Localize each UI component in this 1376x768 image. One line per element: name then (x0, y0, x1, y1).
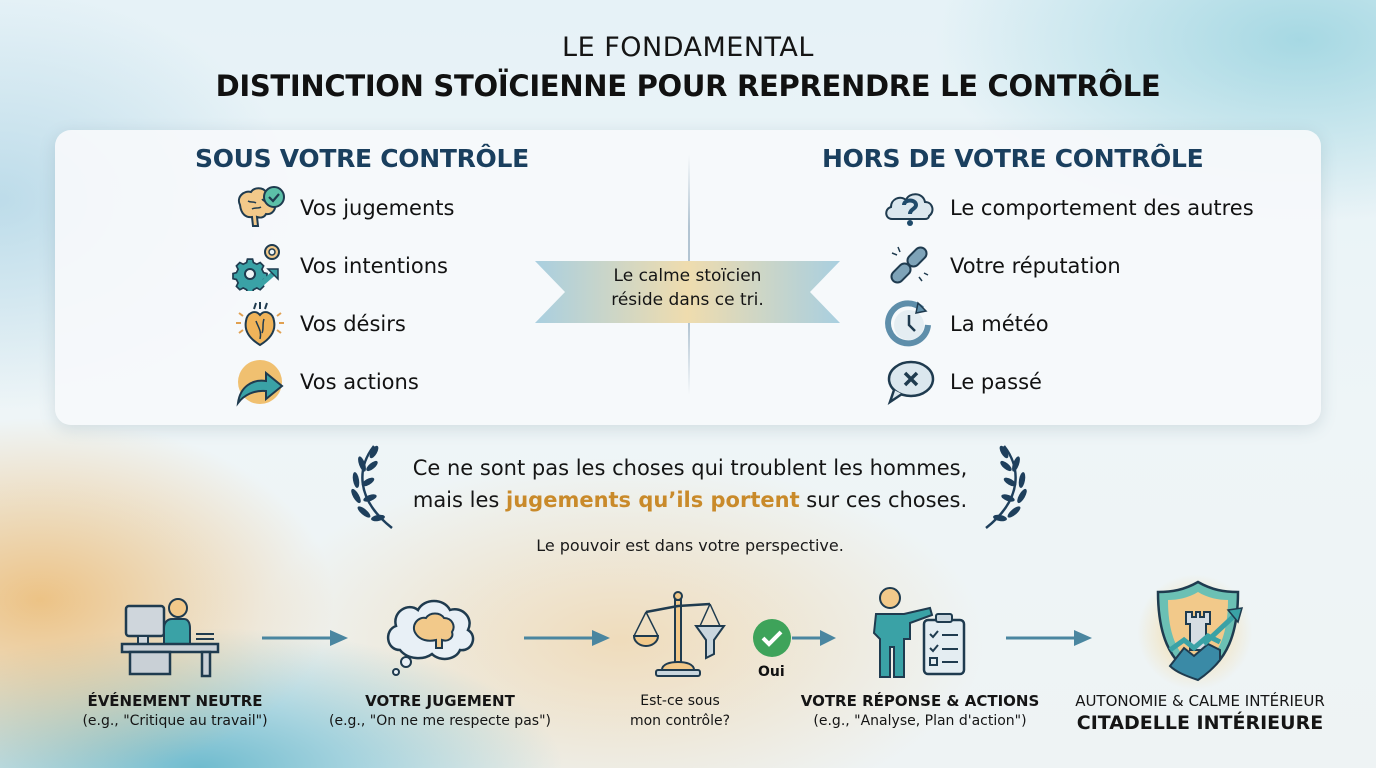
item-label: Vos intentions (300, 254, 448, 278)
flow-arrow-icon (1006, 630, 1092, 646)
item-label: Vos désirs (300, 312, 406, 336)
step-example: (e.g., "Critique au travail") (82, 713, 268, 729)
header-kicker: LE FONDAMENTAL (562, 32, 814, 63)
epictetus-quote: Ce ne sont pas les choses qui troublent … (340, 452, 1040, 516)
in-control-item: Vos jugements (232, 186, 454, 230)
flow-step-question: Est-ce sous mon contrôle? (600, 691, 760, 731)
flow-arrow-icon (262, 630, 348, 646)
yes-check-icon (753, 619, 836, 657)
step-title: VOTRE JUGEMENT (365, 692, 515, 710)
scales-funnel-icon (632, 591, 726, 677)
quote-highlight: jugements qu’ils portent (506, 488, 800, 512)
brain-check-icon (232, 183, 288, 233)
flow-arrow-icon (524, 630, 610, 646)
thought-brain-icon (387, 599, 475, 676)
quote-line-1: Ce ne sont pas les choses qui troublent … (412, 456, 968, 480)
laurel-right-icon (985, 445, 1027, 529)
item-label: La météo (950, 312, 1049, 336)
item-label: Votre réputation (950, 254, 1121, 278)
in-control-item: Vos intentions (232, 241, 448, 291)
flow-step-outcome: AUTONOMIE & CALME INTÉRIEUR CITADELLE IN… (1060, 691, 1340, 733)
speech-x-icon (882, 357, 938, 407)
step-example: (e.g., "On ne me respecte pas") (329, 713, 551, 729)
desk-worker-icon (120, 598, 220, 678)
ribbon-text: Le calme stoïcien réside dans ce tri. (535, 264, 840, 312)
step-title: VOTRE RÉPONSE & ACTIONS (800, 692, 1040, 710)
quote-text: mais les (412, 488, 507, 512)
item-label: Le passé (950, 370, 1042, 394)
page-title: DISTINCTION STOÏCIENNE POUR REPRENDRE LE… (215, 69, 1161, 103)
in-control-item: Vos actions (232, 357, 419, 407)
outcome-title: AUTONOMIE & CALME INTÉRIEUR (1075, 692, 1325, 710)
laurel-left-icon (351, 445, 393, 529)
step-example: (e.g., "Analyse, Plan d'action") (813, 713, 1027, 729)
person-checklist-icon (872, 587, 966, 678)
decision-label: Oui (758, 664, 785, 680)
cloud-question-icon (882, 183, 938, 233)
item-label: Le comportement des autres (950, 196, 1254, 220)
in-control-heading: SOUS VOTRE CONTRÔLE (195, 144, 529, 173)
item-label: Vos jugements (300, 196, 455, 220)
step-title: ÉVÉNEMENT NEUTRE (87, 692, 263, 710)
step-question-line-2: mon contrôle? (629, 713, 731, 729)
flow-step-event: ÉVÉNEMENT NEUTRE (e.g., "Critique au tra… (60, 691, 290, 731)
curved-arrow-icon (232, 357, 288, 407)
step-question-line-1: Est-ce sous (640, 693, 720, 709)
flow-step-response: VOTRE RÉPONSE & ACTIONS (e.g., "Analyse,… (790, 691, 1050, 731)
out-of-control-item: Le passé (882, 357, 1042, 407)
clock-cycle-icon (882, 299, 938, 349)
item-label: Vos actions (300, 370, 419, 394)
ribbon-line-2: réside dans ce tri. (611, 290, 764, 310)
broken-link-icon (882, 241, 938, 291)
quote-text: sur ces choses. (799, 488, 968, 512)
in-control-item: Vos désirs (232, 299, 406, 349)
out-of-control-item: Votre réputation (882, 244, 1121, 288)
center-ribbon (535, 261, 840, 323)
perspective-subline: Le pouvoir est dans votre perspective. (536, 536, 844, 555)
quote-line-2: mais les jugements qu’ils portent sur ce… (340, 484, 1040, 516)
outcome-subtitle: CITADELLE INTÉRIEURE (1076, 712, 1324, 734)
flow-step-judgement: VOTRE JUGEMENT (e.g., "On ne me respecte… (310, 691, 570, 731)
out-of-control-heading: HORS DE VOTRE CONTRÔLE (822, 144, 1204, 173)
heart-icon (232, 299, 288, 349)
gears-arrow-icon (232, 241, 288, 291)
out-of-control-item: La météo (882, 299, 1049, 349)
ribbon-line-1: Le calme stoïcien (613, 266, 762, 286)
shield-tower-icon (1156, 580, 1244, 682)
page-header: LE FONDAMENTAL DISTINCTION STOÏCIENNE PO… (0, 32, 1376, 103)
out-of-control-item: Le comportement des autres (882, 186, 1254, 230)
